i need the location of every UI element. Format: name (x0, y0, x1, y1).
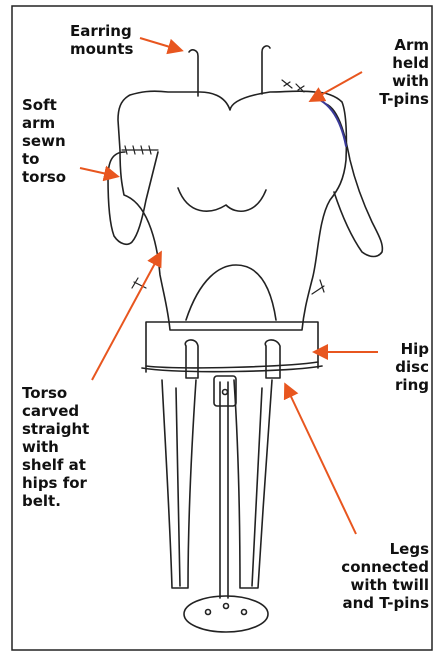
arrow-arm-tpins (312, 72, 362, 100)
pelvis-arch (186, 265, 276, 320)
stand-base (184, 596, 268, 632)
label-soft-arm: Soft arm sewn to torso (22, 96, 66, 186)
breast-curves (178, 188, 266, 211)
base-bolt-3 (242, 610, 247, 615)
label-legs-connected: Legs connected with twill and T-pins (341, 540, 429, 612)
arrow-soft-arm (80, 168, 116, 176)
arrow-legs (286, 386, 356, 534)
right-arm (326, 104, 382, 257)
label-hip-disc: Hip disc ring (395, 340, 429, 394)
label-arm-tpins: Arm held with T-pins (379, 36, 429, 108)
base-bolt-1 (206, 610, 211, 615)
shoulder-tpins (282, 80, 304, 92)
side-tpin-right (312, 280, 324, 294)
base-bolt-2 (224, 604, 229, 609)
arrow-torso-carved (92, 254, 160, 380)
label-torso-carved: Torso carved straight with shelf at hips… (22, 384, 89, 510)
earring-mount-left (189, 50, 198, 96)
stand-bracket (214, 376, 236, 406)
shoulder-shading (320, 100, 346, 146)
stand-bolt (223, 390, 228, 395)
left-leg-inner (176, 388, 180, 586)
label-earring-mounts: Earring mounts (70, 22, 133, 58)
earring-mount-right (262, 46, 270, 94)
arm-seam-stitches (122, 146, 158, 154)
left-arm (108, 152, 158, 244)
stand-pole (220, 382, 228, 598)
hip-disc-upper (146, 322, 318, 368)
arrow-earring-mounts (140, 38, 180, 50)
leg-clamp-right (265, 340, 280, 378)
